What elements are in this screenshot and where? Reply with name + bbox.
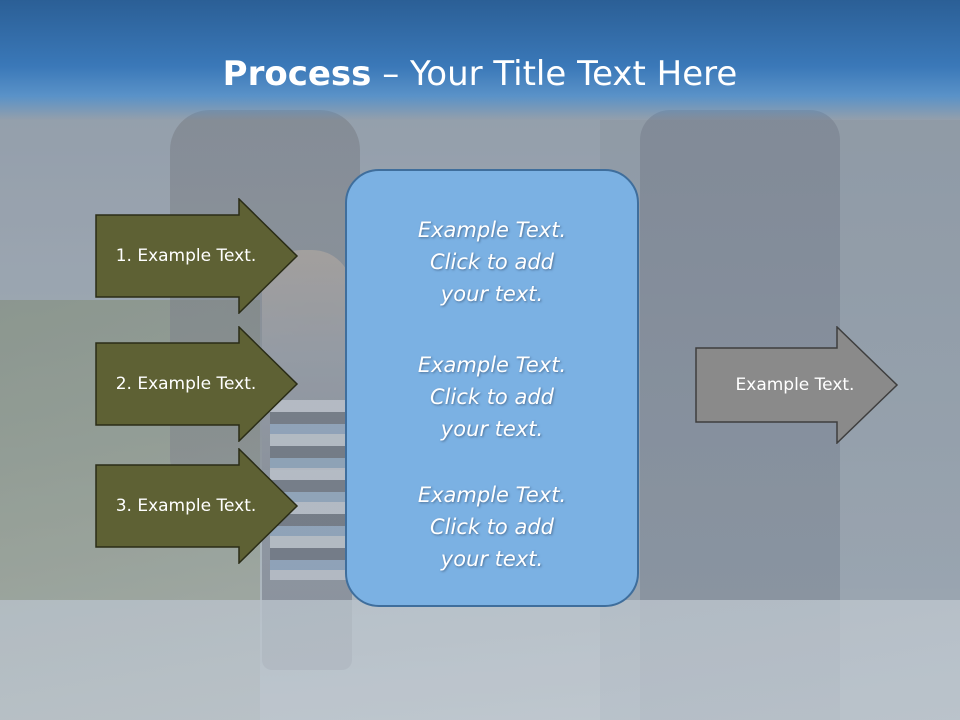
- title-rest: Your Title Text Here: [410, 54, 738, 94]
- center-paragraph-2-line-1: Example Text.: [417, 353, 567, 377]
- arrow-result[interactable]: Example Text.: [695, 326, 899, 444]
- center-paragraph-2-line-3: your text.: [440, 417, 544, 441]
- title-dash: –: [371, 54, 411, 94]
- arrow-step-2-label: 2. Example Text.: [115, 374, 257, 394]
- title-bold: Process: [222, 54, 372, 94]
- center-paragraph-1-line-1: Example Text.: [417, 218, 567, 242]
- center-paragraph-3-line-2: Click to add: [429, 515, 554, 539]
- slide-title[interactable]: Process – Your Title Text Here: [0, 52, 960, 96]
- center-paragraph-2-line-2: Click to add: [429, 385, 554, 409]
- arrow-step-2[interactable]: 2. Example Text.: [95, 326, 299, 442]
- arrow-result-label: Example Text.: [735, 375, 855, 395]
- arrow-step-1-shape: [95, 198, 299, 314]
- background-sidewalk: [0, 600, 960, 720]
- center-paragraph-1-line-3: your text.: [440, 282, 544, 306]
- arrow-step-3-label: 3. Example Text.: [115, 496, 257, 516]
- arrow-step-2-shape: [95, 326, 299, 442]
- center-paragraph-3: Example Text. Click to add your text.: [347, 479, 637, 575]
- center-paragraph-3-line-1: Example Text.: [417, 483, 567, 507]
- center-paragraph-2: Example Text. Click to add your text.: [347, 349, 637, 445]
- arrow-step-3[interactable]: 3. Example Text.: [95, 448, 299, 564]
- background-child-shirt: [270, 400, 350, 580]
- title-band: [0, 0, 960, 120]
- arrow-result-shape: [695, 326, 899, 444]
- arrow-step-1[interactable]: 1. Example Text.: [95, 198, 299, 314]
- center-paragraph-1: Example Text. Click to add your text.: [347, 214, 637, 310]
- center-text-box[interactable]: Example Text. Click to add your text. Ex…: [345, 169, 639, 607]
- arrow-step-3-shape: [95, 448, 299, 564]
- center-paragraph-1-line-2: Click to add: [429, 250, 554, 274]
- arrow-step-1-label: 1. Example Text.: [115, 246, 257, 266]
- center-paragraph-3-line-3: your text.: [440, 547, 544, 571]
